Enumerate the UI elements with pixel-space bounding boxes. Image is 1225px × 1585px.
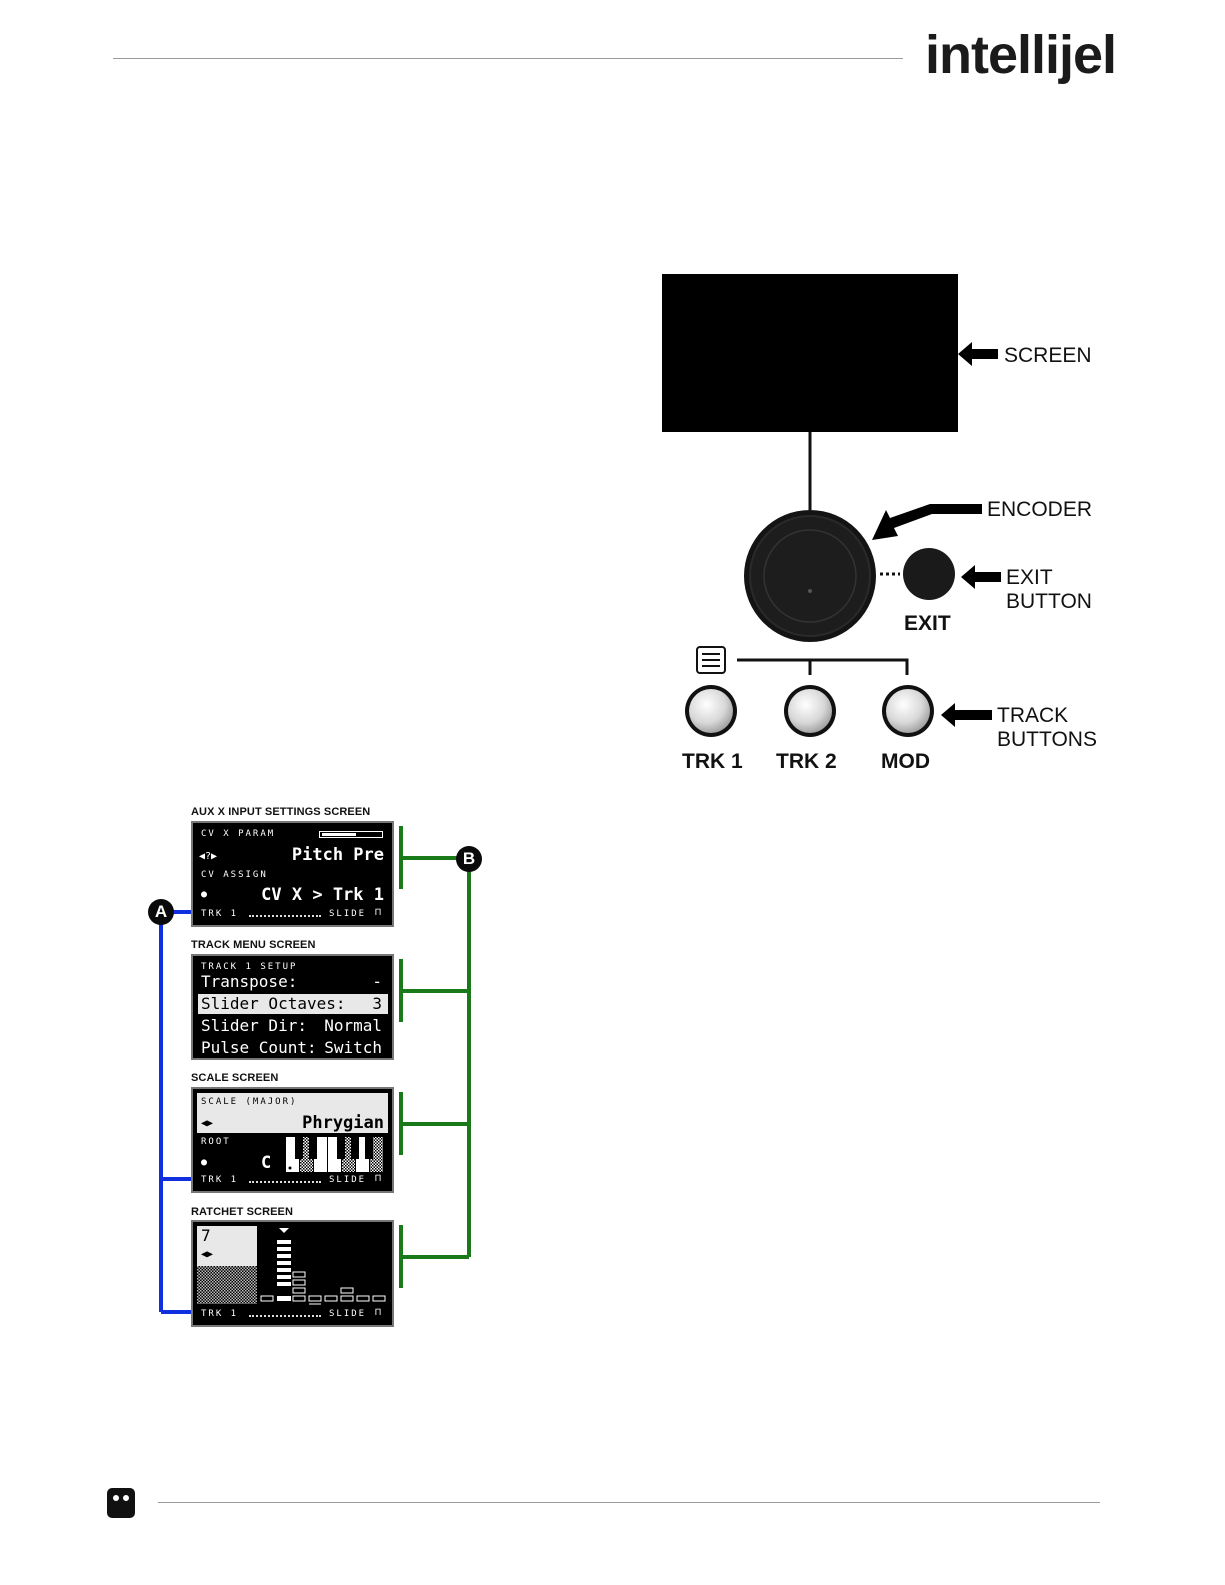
exit-label: EXIT — [904, 612, 951, 635]
scale-nav-arrows-icon: ◀▶ — [201, 1118, 214, 1129]
aux-gate-icon: ⊓ — [375, 907, 382, 918]
mod-button-shape — [882, 685, 934, 737]
marker-b: B — [456, 846, 482, 872]
aux-footer-dots — [249, 915, 321, 917]
menu-row-value-2: Normal — [324, 1016, 382, 1035]
a-connector — [159, 910, 194, 1314]
scale-highlight — [197, 1093, 388, 1133]
scale-footer-right: SLIDE — [329, 1175, 367, 1185]
aux-screen-title: AUX X INPUT SETTINGS SCREEN — [191, 806, 371, 818]
track-menu-screen: TRACK 1 SETUP Transpose: - Slider Octave… — [191, 954, 394, 1060]
ratchet-value-box — [197, 1226, 257, 1266]
scale-label: SCALE (MAJOR) — [201, 1097, 298, 1107]
menu-row-value-1: 3 — [372, 994, 382, 1013]
ratchet-gate-icon: ⊓ — [375, 1307, 382, 1318]
callout-encoder: ENCODER — [987, 498, 1093, 521]
scale-gate-icon: ⊓ — [375, 1173, 382, 1184]
callout-track-line1: TRACK — [997, 704, 1069, 727]
arrow-track — [941, 703, 992, 727]
aux-nav-arrows-icon: ◀?▶ — [199, 851, 218, 862]
ratchet-nav-arrows-icon: ◀▶ — [201, 1249, 214, 1260]
brand-logo: intellijel — [925, 25, 1117, 85]
aux-footer-left: TRK 1 — [201, 909, 239, 919]
device-screen — [662, 274, 958, 432]
root-value: C — [261, 1153, 272, 1173]
menu-row-value-0: - — [372, 972, 382, 991]
aux-footer-right: SLIDE — [329, 909, 367, 919]
aux-param-bar — [319, 831, 383, 838]
scale-screen-title: SCALE SCREEN — [191, 1072, 279, 1084]
menu-row-label-2: Slider Dir: — [201, 1016, 307, 1035]
trk1-label: TRK 1 — [682, 750, 743, 773]
menu-row-label-1: Slider Octaves: — [201, 994, 346, 1013]
connector-lines — [159, 826, 471, 1314]
trk1-button-shape — [685, 685, 737, 737]
aux-assign-value: CV X > Trk 1 — [261, 885, 384, 905]
marker-a: A — [148, 899, 174, 925]
footer-rule — [158, 1502, 1100, 1503]
callout-screen: SCREEN — [1004, 344, 1092, 367]
b-connector — [399, 826, 471, 1288]
ratchet-footer-dots — [249, 1315, 321, 1317]
menu-row-label-0: Transpose: — [201, 972, 298, 991]
keyboard-icon — [285, 1135, 387, 1173]
aux-param-label: CV X PARAM — [201, 829, 276, 839]
ratchet-screen: 7 ◀▶ — [191, 1220, 394, 1327]
aux-bullet-icon: ● — [201, 889, 208, 900]
ratchet-footer-left: TRK 1 — [201, 1309, 239, 1319]
aux-screen: CV X PARAM ◀?▶ Pitch Pre CV ASSIGN ● CV … — [191, 821, 394, 927]
ratchet-screen-title: RATCHET SCREEN — [191, 1206, 294, 1218]
scale-footer-left: TRK 1 — [201, 1175, 239, 1185]
trk2-button-shape — [784, 685, 836, 737]
ratchet-bars — [260, 1228, 386, 1305]
scale-footer-dots — [249, 1181, 321, 1183]
scale-value: Phrygian — [302, 1113, 384, 1133]
callout-exit-line2: BUTTON — [1006, 590, 1092, 613]
aux-param-value: Pitch Pre — [291, 845, 384, 865]
arrow-exit — [961, 565, 1001, 589]
encoder-knob — [744, 510, 876, 642]
menu-row-label-3: Pulse Count: — [201, 1038, 317, 1057]
mod-label: MOD — [881, 750, 930, 773]
arrow-encoder — [872, 504, 982, 540]
callout-exit-line1: EXIT — [1006, 566, 1053, 589]
header-rule — [113, 58, 903, 59]
ratchet-footer-right: SLIDE — [329, 1309, 367, 1319]
exit-button-shape — [903, 548, 955, 600]
track-menu-title: TRACK MENU SCREEN — [191, 939, 316, 951]
track-menu-heading: TRACK 1 SETUP — [201, 962, 298, 972]
menu-row-highlight — [198, 994, 388, 1014]
ratchet-value: 7 — [201, 1226, 211, 1245]
ratchet-pattern — [197, 1266, 257, 1304]
module-diagram — [662, 274, 1001, 737]
root-label: ROOT — [201, 1137, 231, 1147]
aux-assign-label: CV ASSIGN — [201, 870, 268, 880]
arrow-screen — [958, 342, 998, 366]
scale-screen: SCALE (MAJOR) ◀▶ Phrygian ROOT ● C TRK 1… — [191, 1087, 394, 1193]
menu-row-value-3: Switch — [324, 1038, 382, 1057]
callout-track-line2: BUTTONS — [997, 728, 1097, 751]
menu-icon — [696, 646, 726, 674]
footer-logo-icon — [107, 1488, 135, 1518]
trk2-label: TRK 2 — [776, 750, 837, 773]
scale-bullet-icon: ● — [201, 1157, 208, 1168]
